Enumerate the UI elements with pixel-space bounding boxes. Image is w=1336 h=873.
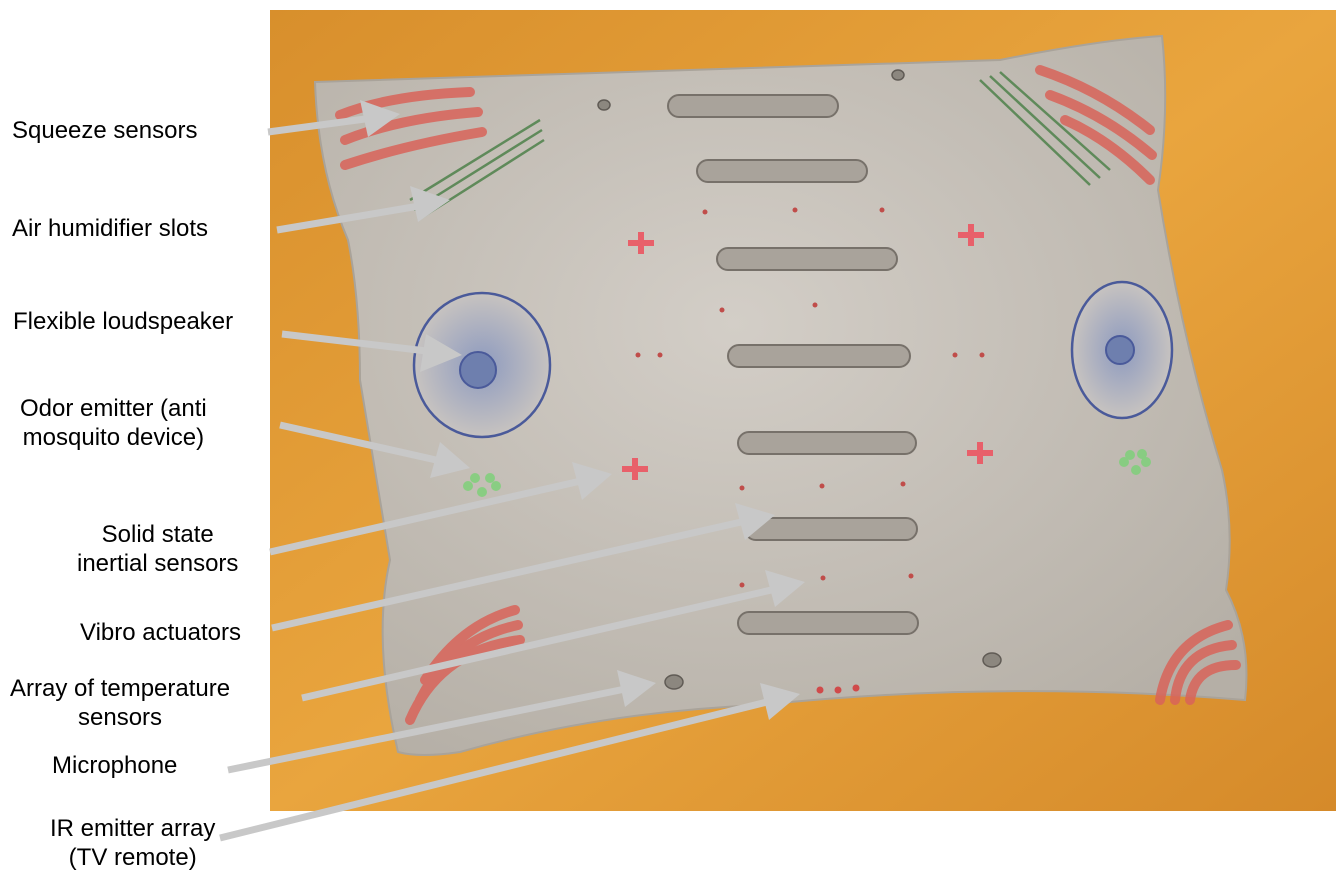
label-inertial-sensors-line1: Solid state — [77, 520, 238, 549]
label-temperature-sensors-line2: sensors — [10, 703, 230, 732]
label-air-humidifier-slots: Air humidifier slots — [12, 214, 208, 243]
label-ir-emitter-array: IR emitter array (TV remote) — [50, 814, 215, 872]
label-odor-emitter-line2: mosquito device) — [20, 423, 207, 452]
right-loudspeaker — [1072, 282, 1172, 418]
label-odor-emitter: Odor emitter (anti mosquito device) — [20, 394, 207, 452]
label-ir-emitter-array-line1: IR emitter array — [50, 814, 215, 843]
label-inertial-sensors-line2: inertial sensors — [77, 549, 238, 578]
label-temperature-sensors: Array of temperature sensors — [10, 674, 230, 732]
label-microphone: Microphone — [52, 751, 177, 780]
label-temperature-sensors-line1: Array of temperature — [10, 674, 230, 703]
label-ir-emitter-array-line2: (TV remote) — [50, 843, 215, 872]
label-flexible-loudspeaker: Flexible loudspeaker — [13, 307, 233, 336]
label-vibro-actuators: Vibro actuators — [80, 618, 241, 647]
label-inertial-sensors: Solid state inertial sensors — [77, 520, 238, 578]
label-squeeze-sensors: Squeeze sensors — [12, 116, 197, 145]
label-odor-emitter-line1: Odor emitter (anti — [20, 394, 207, 423]
